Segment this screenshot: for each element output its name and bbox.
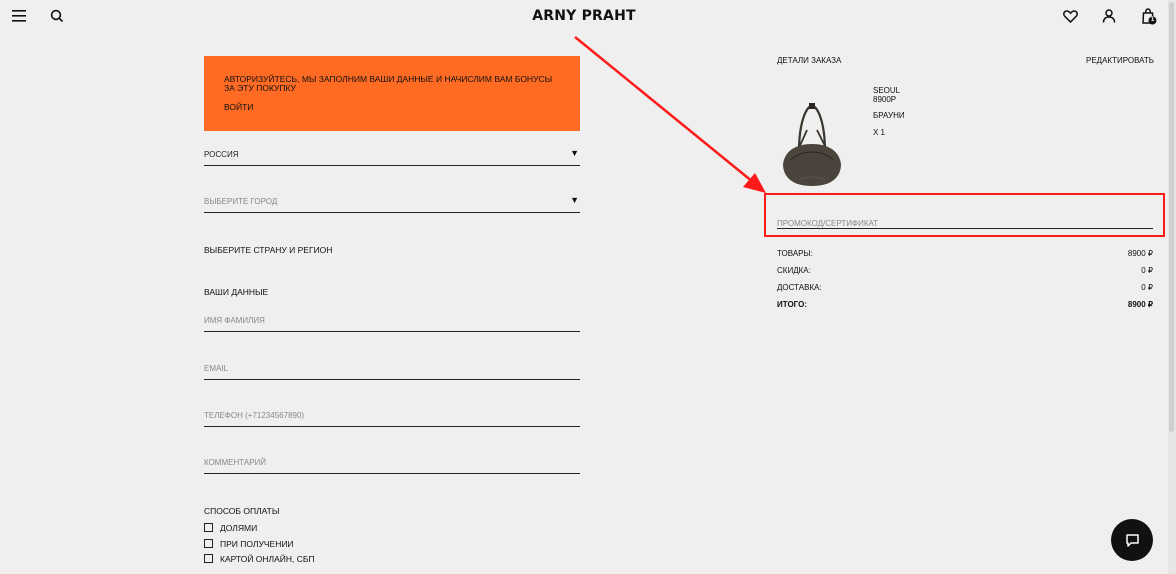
product-bag-image[interactable]: [779, 100, 845, 188]
name-input[interactable]: ИМЯ ФАМИЛИЯ: [204, 316, 580, 332]
summary-value: 0 ₽: [1141, 283, 1153, 292]
summary-value: 8900 ₽: [1127, 249, 1153, 258]
region-hint: ВЫБЕРИТЕ СТРАНУ И РЕГИОН: [204, 245, 333, 255]
cart-count-badge: 1: [1150, 16, 1155, 23]
payment-option-label: ПРИ ПОЛУЧЕНИИ: [220, 538, 294, 549]
hamburger-icon[interactable]: [12, 10, 26, 22]
city-select[interactable]: ВЫБЕРИТЕ ГОРОД ▼: [204, 195, 580, 213]
phone-input[interactable]: ТЕЛЕФОН (+71234567890): [204, 411, 580, 427]
summary-value: 8900 ₽: [1127, 300, 1153, 309]
checkbox[interactable]: [204, 539, 213, 548]
payment-option-card-online[interactable]: КАРТОЙ ОНЛАЙН, СБП: [204, 553, 315, 564]
checkbox[interactable]: [204, 523, 213, 532]
checkbox[interactable]: [204, 554, 213, 563]
heart-icon[interactable]: [1063, 10, 1078, 23]
promo-code-input[interactable]: ПРОМОКОД/СЕРТИФИКАТ: [777, 213, 1153, 229]
email-placeholder: EMAIL: [204, 364, 229, 373]
email-input[interactable]: EMAIL: [204, 364, 580, 380]
payment-option-installments[interactable]: ДОЛЯМИ: [204, 522, 257, 533]
comment-placeholder: КОММЕНТАРИЙ: [204, 458, 267, 467]
site-header: ARNY PRAHT 1: [0, 0, 1168, 34]
promo-code-placeholder: ПРОМОКОД/СЕРТИФИКАТ: [777, 219, 879, 228]
payment-option-label: КАРТОЙ ОНЛАЙН, СБП: [220, 553, 315, 564]
summary-label: ТОВАРЫ:: [777, 249, 813, 258]
country-value: РОССИЯ: [204, 150, 239, 159]
triangle-down-icon: ▼: [570, 195, 579, 205]
your-data-title: ВАШИ ДАННЫЕ: [204, 287, 269, 297]
product-name: SEOUL: [873, 86, 901, 95]
chat-button[interactable]: [1111, 519, 1153, 561]
site-logo[interactable]: ARNY PRAHT: [532, 8, 636, 24]
product-color: БРАУНИ: [873, 111, 905, 120]
search-icon[interactable]: [50, 9, 64, 23]
login-promo-banner: АВТОРИЗУЙТЕСЬ, МЫ ЗАПОЛНИМ ВАШИ ДАННЫЕ И…: [204, 56, 580, 131]
edit-order-link[interactable]: РЕДАКТИРОВАТЬ: [1086, 56, 1155, 65]
login-link[interactable]: ВОЙТИ: [224, 102, 254, 112]
product-price: 8900Р: [873, 95, 897, 104]
summary-value: 0 ₽: [1141, 266, 1153, 275]
page-scrollbar[interactable]: [1168, 0, 1176, 574]
summary-label: ИТОГО:: [777, 300, 807, 309]
annotation-highlight-box: [764, 193, 1165, 237]
summary-label: СКИДКА:: [777, 266, 811, 275]
banner-text: АВТОРИЗУЙТЕСЬ, МЫ ЗАПОЛНИМ ВАШИ ДАННЫЕ И…: [224, 74, 553, 93]
phone-placeholder: ТЕЛЕФОН (+71234567890): [204, 411, 305, 420]
chat-bubble-icon: [1125, 533, 1139, 547]
summary-label: ДОСТАВКА:: [777, 283, 822, 292]
user-icon[interactable]: [1102, 9, 1116, 23]
city-placeholder: ВЫБЕРИТЕ ГОРОД: [204, 197, 278, 206]
name-placeholder: ИМЯ ФАМИЛИЯ: [204, 316, 265, 325]
triangle-down-icon: ▼: [570, 148, 579, 158]
country-select[interactable]: РОССИЯ ▼: [204, 148, 580, 166]
product-quantity: Х 1: [873, 128, 886, 137]
payment-option-on-delivery[interactable]: ПРИ ПОЛУЧЕНИИ: [204, 538, 294, 549]
order-details-title: ДЕТАЛИ ЗАКАЗА: [777, 56, 842, 65]
payment-option-label: ДОЛЯМИ: [220, 522, 258, 533]
comment-input[interactable]: КОММЕНТАРИЙ: [204, 458, 580, 474]
shopping-bag-icon[interactable]: 1: [1141, 8, 1157, 25]
payment-title: СПОСОБ ОПЛАТЫ: [204, 506, 280, 516]
